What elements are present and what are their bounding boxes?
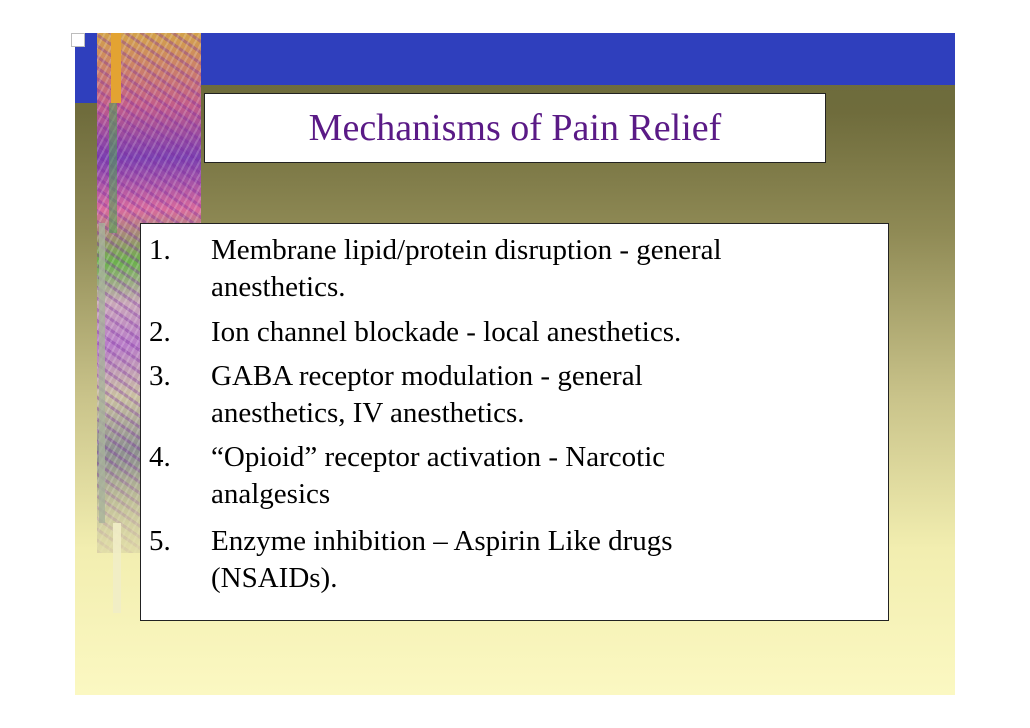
item-text-line2: anesthetics, IV anesthetics. xyxy=(211,397,525,429)
item-text-line1: Membrane lipid/protein disruption - gene… xyxy=(211,234,722,266)
item-text-line1: Enzyme inhibition – Aspirin Like drugs xyxy=(211,525,673,557)
slide-title: Mechanisms of Pain Relief xyxy=(308,107,722,149)
item-number: 1. xyxy=(149,234,171,266)
item-number: 5. xyxy=(149,525,171,557)
green-accent-bar xyxy=(109,103,117,233)
item-number: 4. xyxy=(149,441,171,473)
item-text-line2: anesthetics. xyxy=(211,271,346,303)
title-box: Mechanisms of Pain Relief xyxy=(204,93,826,163)
item-text-line1: “Opioid” receptor activation - Narcotic xyxy=(211,441,666,473)
content-box: 1. Membrane lipid/protein disruption - g… xyxy=(140,223,889,621)
item-text-line1: GABA receptor modulation - general xyxy=(211,360,643,392)
gray-accent-bar xyxy=(99,223,105,523)
pale-accent-bar xyxy=(113,523,121,613)
item-number: 3. xyxy=(149,360,171,392)
item-text-line2: analgesics xyxy=(211,478,331,510)
orange-accent-bar xyxy=(111,33,121,103)
item-text-line1: Ion channel blockade - local anesthetics… xyxy=(211,316,682,348)
left-blue-accent xyxy=(75,33,97,103)
item-text-line2: (NSAIDs). xyxy=(211,562,338,594)
corner-square-icon xyxy=(71,33,85,47)
top-blue-bar xyxy=(75,33,955,85)
item-number: 2. xyxy=(149,316,171,348)
